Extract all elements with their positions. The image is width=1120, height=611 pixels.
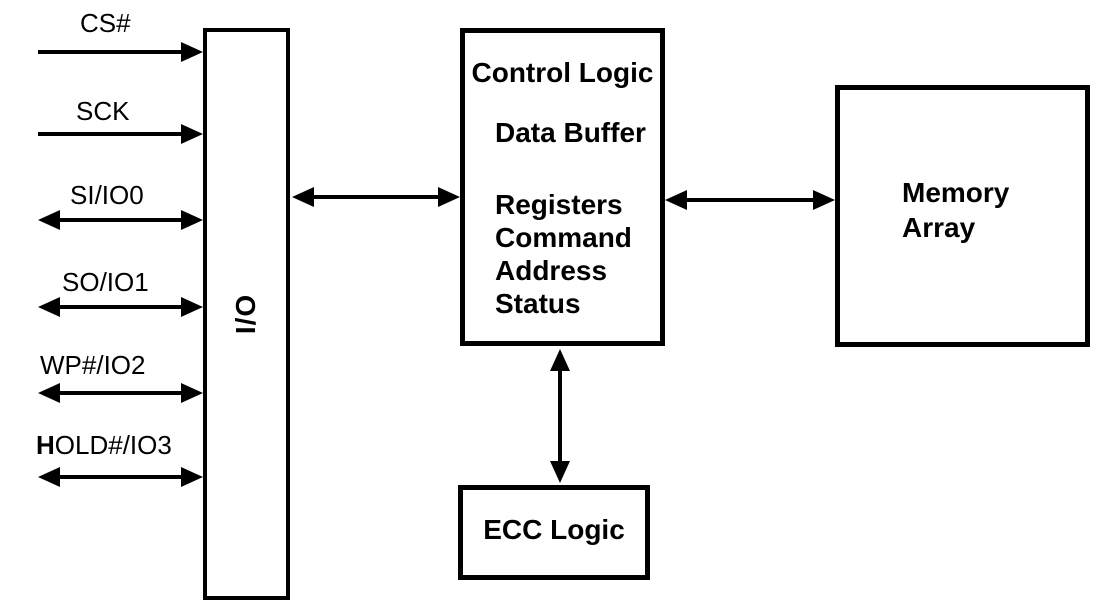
arrowhead-right-icon xyxy=(181,42,203,62)
arrowhead-right-icon xyxy=(813,190,835,210)
connector-control-ecc xyxy=(549,349,571,483)
memory-array-block: Memory Array xyxy=(835,85,1090,347)
address-label: Address xyxy=(495,255,608,286)
arrowhead-left-icon xyxy=(38,383,60,403)
arrow-line xyxy=(306,195,446,199)
registers-label: Registers xyxy=(495,189,623,220)
signal-label-wp: WP#/IO2 xyxy=(40,350,146,380)
arrowhead-left-icon xyxy=(38,297,60,317)
arrowhead-left-icon xyxy=(665,190,687,210)
signal-arrow-so xyxy=(38,296,203,318)
arrow-line xyxy=(38,132,189,136)
arrowhead-up-icon xyxy=(550,349,570,371)
io-block: I/O xyxy=(203,28,290,600)
arrow-line xyxy=(52,475,189,479)
arrow-line xyxy=(52,391,189,395)
arrow-line xyxy=(38,50,189,54)
signal-label-cs: CS# xyxy=(80,8,131,38)
ecc-logic-label: ECC Logic xyxy=(483,513,625,545)
signal-label-sck: SCK xyxy=(76,96,130,126)
signal-label-so: SO/IO1 xyxy=(62,267,149,297)
arrowhead-right-icon xyxy=(438,187,460,207)
arrow-line xyxy=(52,218,189,222)
arrowhead-right-icon xyxy=(181,297,203,317)
signal-arrow-hold xyxy=(38,466,203,488)
arrow-line xyxy=(558,363,562,469)
control-logic-block: Control Logic Data Buffer Registers Comm… xyxy=(460,28,665,346)
signal-arrow-cs xyxy=(38,41,203,63)
connector-control-memory xyxy=(665,189,835,211)
arrowhead-left-icon xyxy=(292,187,314,207)
control-register-list: Registers Command Address Status xyxy=(495,188,660,320)
arrowhead-right-icon xyxy=(181,467,203,487)
arrowhead-right-icon xyxy=(181,383,203,403)
data-buffer-label: Data Buffer xyxy=(495,117,646,148)
signal-arrow-sck xyxy=(38,123,203,145)
arrow-line xyxy=(679,198,821,202)
signal-label-si: SI/IO0 xyxy=(70,180,144,210)
connector-io-control xyxy=(292,186,460,208)
arrowhead-right-icon xyxy=(181,210,203,230)
io-block-label: I/O xyxy=(230,293,262,335)
signal-arrow-si xyxy=(38,209,203,231)
signal-arrow-wp xyxy=(38,382,203,404)
status-label: Status xyxy=(495,288,581,319)
arrowhead-left-icon xyxy=(38,210,60,230)
arrowhead-right-icon xyxy=(181,124,203,144)
arrowhead-left-icon xyxy=(38,467,60,487)
command-label: Command xyxy=(495,222,632,253)
signal-label-hold: HOLD#/IO3 xyxy=(36,430,172,460)
arrowhead-down-icon xyxy=(550,461,570,483)
ecc-logic-block: ECC Logic xyxy=(458,485,650,580)
memory-array-label: Memory Array xyxy=(902,177,1010,243)
arrow-line xyxy=(52,305,189,309)
control-logic-title: Control Logic xyxy=(471,57,654,88)
